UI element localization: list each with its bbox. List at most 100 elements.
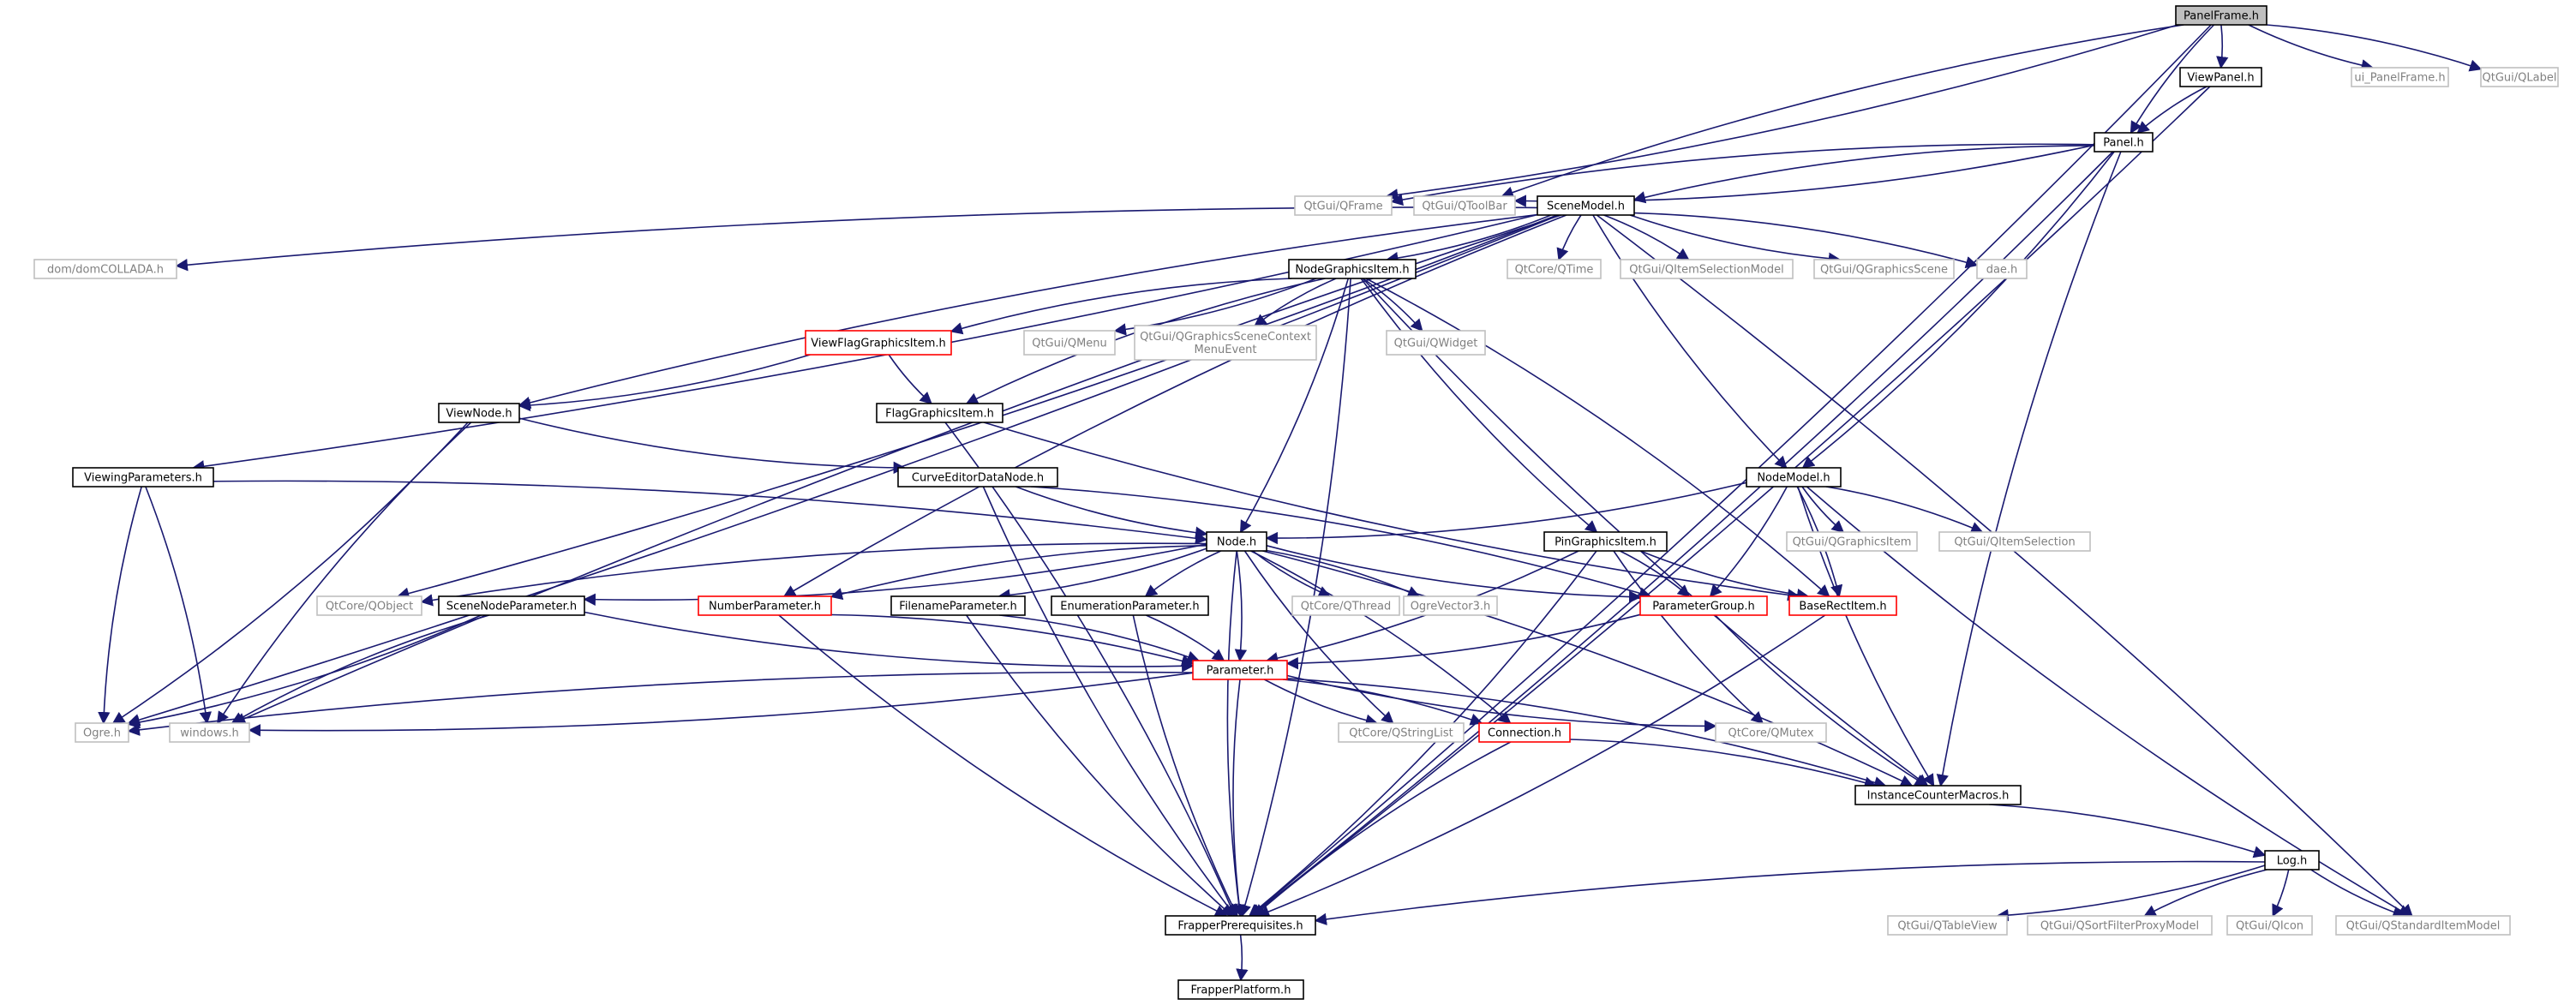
node-instancecountermacros[interactable]: InstanceCounterMacros.h — [1854, 785, 2022, 805]
edge-node-to-parameter — [1234, 550, 1248, 662]
node-label-instancecountermacros: InstanceCounterMacros.h — [1867, 790, 2010, 803]
node-label-panelframe: PanelFrame.h — [2184, 10, 2259, 23]
edge-parameter-to-connection — [1282, 679, 1483, 726]
node-dae: dae.h — [1976, 259, 2028, 279]
node-box-viewnode — [438, 403, 520, 423]
node-label-qmutex: QtCore/QMutex — [1728, 727, 1813, 740]
node-qitemselection: QtGui/QItemSelection — [1938, 531, 2091, 552]
edge-parametergroup-to-instancecountermacros — [1715, 614, 1928, 787]
node-label-parametergroup: ParameterGroup.h — [1652, 601, 1755, 613]
edge-node-to-frapperprerequisites — [1226, 550, 1245, 918]
node-label-filenameparameter: FilenameParameter.h — [899, 601, 1016, 613]
node-label-nodegraphicsitem: NodeGraphicsItem.h — [1295, 264, 1409, 277]
node-label-ogre: Ogre.h — [83, 727, 121, 740]
node-filenameparameter[interactable]: FilenameParameter.h — [890, 595, 1026, 616]
node-node[interactable]: Node.h — [1206, 531, 1267, 552]
node-viewflaggraphicsitem[interactable]: ViewFlagGraphicsItem.h — [805, 330, 952, 356]
node-viewpanel[interactable]: ViewPanel.h — [2179, 67, 2262, 87]
node-box-ogre — [75, 722, 129, 743]
node-qsortfilterproxymodel: QtGui/QSortFilterProxyModel — [2027, 915, 2213, 936]
edge-pingraphicsitem-to-baserectitem — [1639, 550, 1810, 601]
node-connection[interactable]: Connection.h — [1478, 722, 1571, 743]
node-box-qstandarditemmodel — [2335, 915, 2511, 936]
node-box-nodegraphicsitem — [1288, 259, 1417, 279]
node-label-node: Node.h — [1217, 536, 1256, 549]
node-parametergroup[interactable]: ParameterGroup.h — [1639, 595, 1768, 616]
node-box-qwidget — [1386, 330, 1486, 356]
node-frapperplatform[interactable]: FrapperPlatform.h — [1177, 979, 1304, 1000]
node-flaggraphicsitem[interactable]: FlagGraphicsItem.h — [876, 403, 1003, 423]
node-enumerationparameter[interactable]: EnumerationParameter.h — [1051, 595, 1209, 616]
node-baserectitem[interactable]: BaseRectItem.h — [1788, 595, 1897, 616]
node-label-qgraphicsscenecontextmenuevent: MenuEvent — [1195, 344, 1257, 356]
edge-scenemodel-to-qtime — [1556, 214, 1582, 261]
edge-filenameparameter-to-frapperprerequisites — [966, 614, 1233, 917]
node-label-viewpanel: ViewPanel.h — [2187, 72, 2254, 85]
node-box-dae — [1976, 259, 2028, 279]
node-label-baserectitem: BaseRectItem.h — [1799, 601, 1886, 613]
node-label-curveeditordatanode: CurveEditorDataNode.h — [912, 472, 1044, 485]
edge-scenemodel-to-nodemodel — [1592, 214, 1788, 470]
node-qgraphicsitem: QtGui/QGraphicsItem — [1786, 531, 1918, 552]
node-label-qgraphicsscene: QtGui/QGraphicsScene — [1820, 264, 1948, 277]
node-box-filenameparameter — [890, 595, 1026, 616]
edge-viewingparameters-to-ogre — [98, 486, 142, 725]
node-qmenu: QtGui/QMenu — [1023, 330, 1116, 356]
node-label-qgraphicsscenecontextmenuevent: QtGui/QGraphicsSceneContext — [1140, 331, 1311, 344]
node-curveeditordatanode[interactable]: CurveEditorDataNode.h — [897, 467, 1058, 488]
node-panel[interactable]: Panel.h — [2094, 132, 2154, 153]
node-label-qthread: QtCore/QThread — [1301, 601, 1392, 613]
edge-scenemodel-to-qstandarditemmodel — [1596, 214, 2413, 918]
edge-scenemodel-to-numberparameter — [782, 214, 1567, 597]
node-viewnode[interactable]: ViewNode.h — [438, 403, 520, 423]
node-box-qicon — [2226, 915, 2313, 936]
edge-curveeditordatanode-to-node — [1015, 486, 1208, 539]
node-viewingparameters[interactable]: ViewingParameters.h — [72, 467, 214, 488]
node-label-qtableview: QtGui/QTableView — [1897, 920, 1998, 933]
edge-flaggraphicsitem-to-frapperprerequisites — [944, 422, 1237, 918]
node-frapperprerequisites[interactable]: FrapperPrerequisites.h — [1165, 915, 1316, 936]
edge-viewpanel-to-frapperprerequisites — [1250, 86, 2211, 917]
node-label-ui_panelframe: ui_PanelFrame.h — [2354, 72, 2445, 85]
node-label-qtime: QtCore/QTime — [1515, 264, 1594, 277]
edge-viewpanel-to-panel — [2136, 86, 2208, 134]
edges-layer — [98, 24, 2483, 982]
node-label-qicon: QtGui/QIcon — [2236, 920, 2303, 933]
edge-parameter-to-windows — [248, 672, 1194, 737]
edge-scenemodel-to-ogre — [127, 214, 1560, 727]
node-scenenodeparameter[interactable]: SceneNodeParameter.h — [438, 595, 585, 616]
edge-scenemodel-to-viewnode — [518, 213, 1538, 409]
node-label-frapperplatform: FrapperPlatform.h — [1191, 984, 1291, 997]
node-box-qgraphicsscenecontextmenuevent — [1134, 325, 1317, 361]
node-box-qitemselectionmodel — [1620, 259, 1794, 279]
node-nodegraphicsitem[interactable]: NodeGraphicsItem.h — [1288, 259, 1417, 279]
node-parameter[interactable]: Parameter.h — [1192, 660, 1288, 680]
node-box-flaggraphicsitem — [876, 403, 1003, 423]
node-box-panel — [2094, 132, 2154, 153]
node-panelframe[interactable]: PanelFrame.h — [2175, 5, 2267, 26]
node-pingraphicsitem[interactable]: PinGraphicsItem.h — [1543, 531, 1668, 552]
edge-scenemodel-to-dae — [1633, 212, 1979, 269]
node-scenemodel[interactable]: SceneModel.h — [1537, 195, 1635, 216]
edge-node-to-qstringlist — [1243, 550, 1394, 724]
edge-panelframe-to-frapperprerequisites — [1249, 24, 2212, 917]
node-box-log — [2264, 850, 2320, 870]
edge-parameter-to-frapperprerequisites — [1232, 679, 1246, 918]
node-label-pingraphicsitem: PinGraphicsItem.h — [1555, 536, 1656, 549]
node-box-ogrevector3 — [1403, 595, 1498, 616]
node-box-qlabel — [2480, 67, 2559, 87]
node-box-qtoolbar — [1413, 195, 1516, 216]
edge-pingraphicsitem-to-qmutex — [1613, 550, 1764, 724]
node-box-qtableview — [1887, 915, 2008, 936]
node-box-parametergroup — [1639, 595, 1768, 616]
edge-connection-to-frapperprerequisites — [1253, 741, 1512, 917]
node-label-qframe: QtGui/QFrame — [1303, 200, 1382, 213]
edge-viewflaggraphicsitem-to-flaggraphicsitem — [888, 354, 932, 404]
node-numberparameter[interactable]: NumberParameter.h — [698, 595, 832, 616]
node-nodemodel[interactable]: NodeModel.h — [1746, 467, 1842, 488]
node-log[interactable]: Log.h — [2264, 850, 2320, 870]
edge-panelframe-to-qlabel — [2266, 24, 2483, 72]
node-label-nodemodel: NodeModel.h — [1757, 472, 1830, 485]
